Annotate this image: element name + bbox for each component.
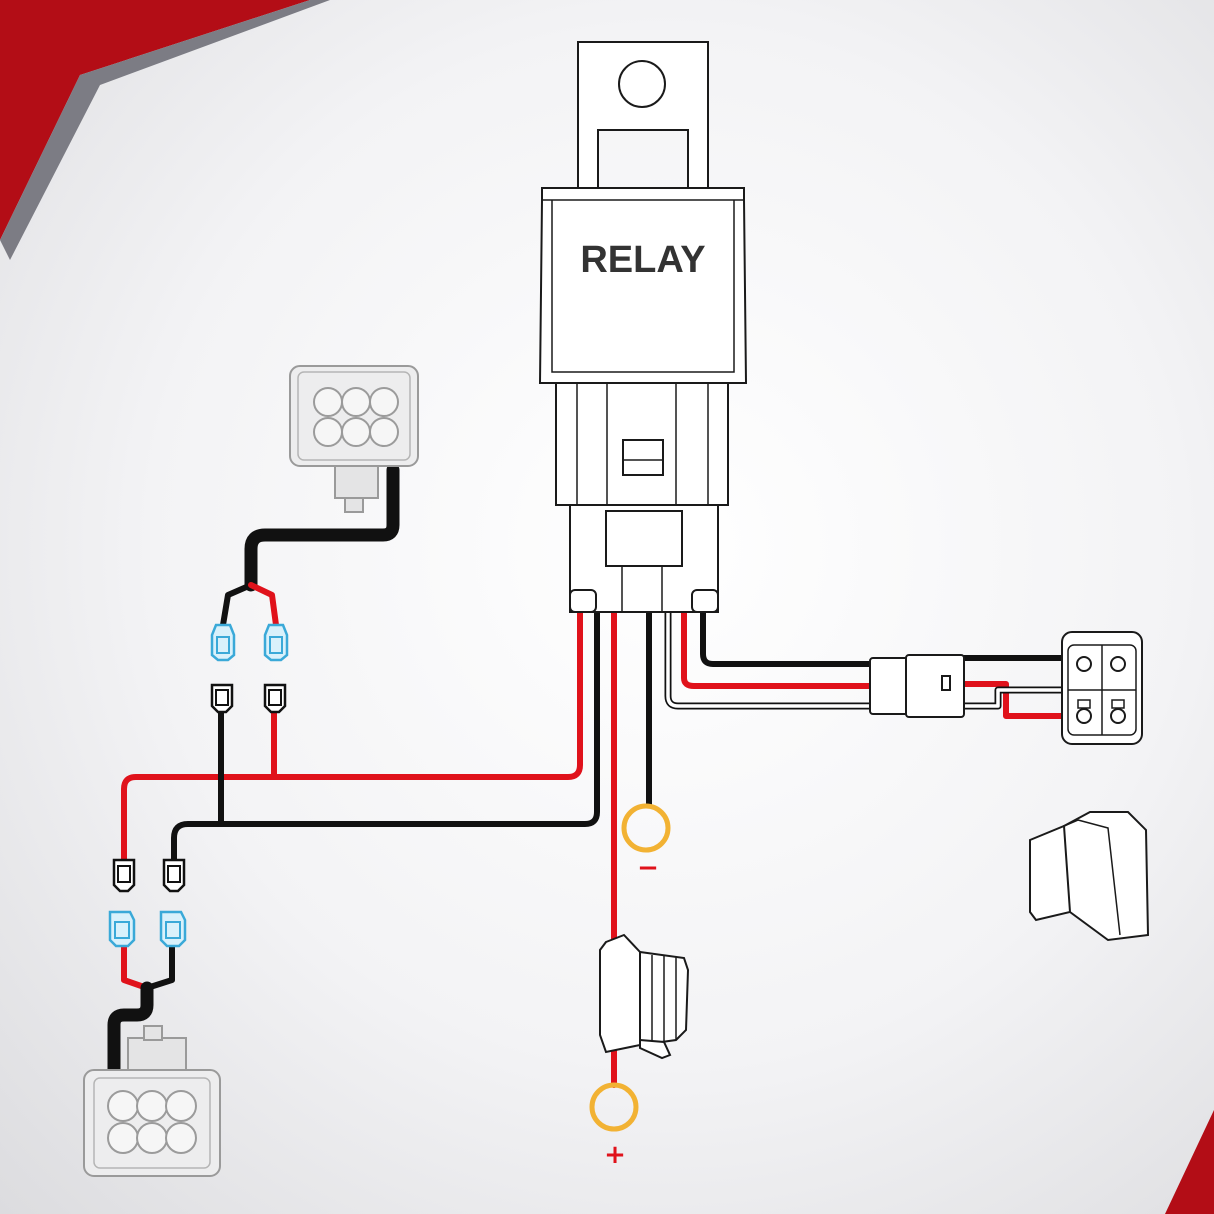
corner-accent-bottom-right: [1165, 1110, 1214, 1214]
wire-red-to-switch: [959, 681, 1085, 719]
plug-connector-icon: [869, 654, 965, 718]
positive-label: +: [604, 1140, 626, 1170]
wire-black-left-branch: [171, 609, 600, 863]
relay-label: RELAY: [580, 239, 705, 281]
mounting-hole: [618, 60, 666, 108]
relay-icon: RELAY: [538, 41, 748, 613]
spade-connector-icon: [162, 858, 186, 893]
wire-red-switch: [681, 609, 873, 689]
spade-connector-icon: [263, 683, 287, 714]
spade-connector-icon: [263, 623, 289, 662]
spade-connector-icon: [159, 910, 187, 948]
negative-label: −: [637, 853, 659, 883]
cable-top-light: [244, 463, 400, 592]
ring-terminal-icon: [621, 803, 671, 853]
corner-accent-top-left: [0, 0, 330, 260]
led-light-icon: [289, 365, 419, 513]
wire-black-switch: [700, 609, 873, 667]
ring-terminal-icon: [589, 1082, 639, 1132]
fuse-holder-icon: [599, 933, 690, 1060]
spade-connector-icon: [108, 910, 136, 948]
wire-red-left-branch: [121, 609, 583, 863]
led-light-icon: [83, 1025, 221, 1177]
spade-connector-icon: [112, 858, 136, 893]
rocker-switch-icon: [1029, 811, 1150, 942]
cable-bottom-light: [107, 981, 154, 1077]
spade-connector-icon: [210, 683, 234, 714]
spade-connector-icon: [210, 623, 236, 662]
rocker-switch-icon: [1061, 631, 1143, 745]
wire-white-switch: [664, 612, 870, 710]
